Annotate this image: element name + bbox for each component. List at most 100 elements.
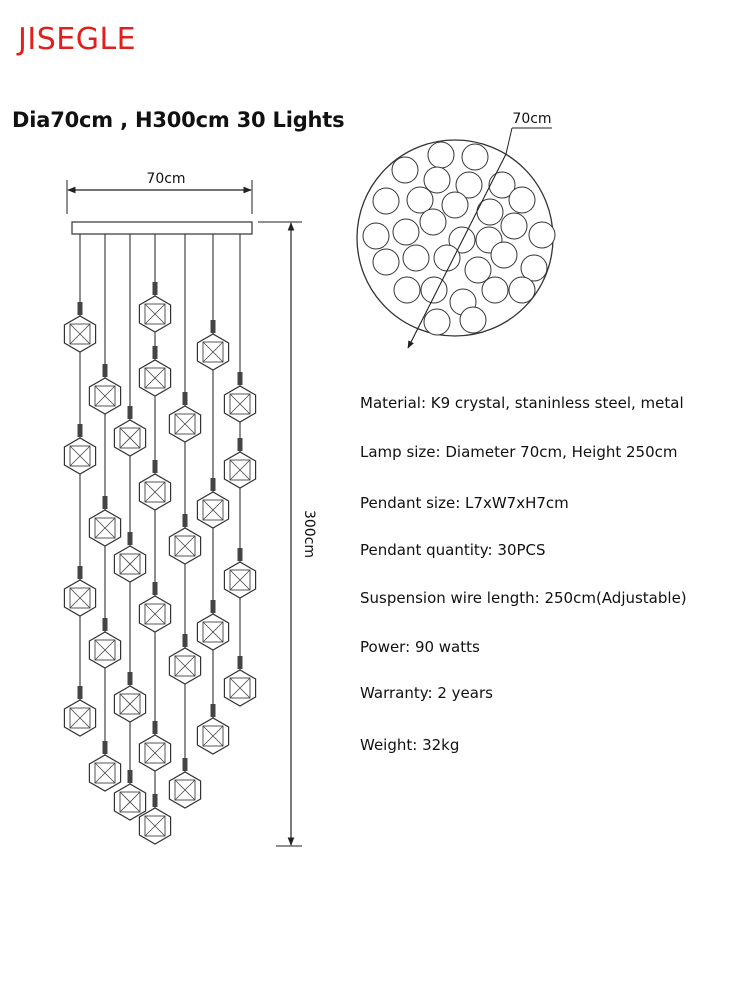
pendant-light bbox=[168, 514, 202, 565]
pendant-light bbox=[168, 392, 202, 443]
pendant-light bbox=[223, 548, 257, 599]
pendant-light bbox=[113, 672, 147, 723]
pendant-facet-line bbox=[202, 725, 224, 747]
pendant-socket bbox=[210, 478, 216, 491]
pendant-light bbox=[138, 721, 172, 772]
top-view-pendant-circle bbox=[372, 187, 400, 215]
spec-label: Power: bbox=[360, 638, 411, 656]
pendant-socket bbox=[182, 514, 188, 527]
pendant-facet-line bbox=[69, 323, 91, 345]
height-label: 300cm bbox=[301, 510, 317, 558]
spec-value: L7xW7xH7cm bbox=[465, 494, 569, 512]
pendant-facet bbox=[229, 677, 251, 699]
pendant-light bbox=[113, 770, 147, 821]
pendant-light bbox=[138, 582, 172, 633]
pendant-socket bbox=[152, 582, 158, 595]
pendant-socket bbox=[152, 721, 158, 734]
pendant-facet-line bbox=[229, 459, 251, 481]
pendant-light bbox=[63, 566, 97, 617]
pendant-facet bbox=[229, 393, 251, 415]
top-view-pendant-circle bbox=[433, 244, 461, 272]
pendant-light bbox=[168, 634, 202, 685]
pendant-facet-line bbox=[144, 742, 166, 764]
pendant-facet-line bbox=[94, 762, 116, 784]
pendant-facet bbox=[202, 341, 224, 363]
front-view-width-dimension: 70cm bbox=[66, 171, 253, 214]
pendant-facet-line bbox=[174, 655, 196, 677]
spec-power: Power: 90 watts bbox=[360, 638, 480, 656]
pendant-light bbox=[88, 364, 122, 415]
pendant-facet bbox=[144, 815, 166, 837]
pendant-facet bbox=[144, 303, 166, 325]
pendant-facet bbox=[144, 481, 166, 503]
pendant-facet-line bbox=[144, 303, 166, 325]
pendant-light bbox=[88, 741, 122, 792]
pendant-facet bbox=[94, 639, 116, 661]
spec-wire-length: Suspension wire length: 250cm(Adjustable… bbox=[360, 589, 687, 607]
pendant-facet-line bbox=[119, 553, 141, 575]
top-view-pendant-circle bbox=[461, 143, 489, 171]
spec-value: 250cm(Adjustable) bbox=[544, 589, 687, 607]
pendant-facet bbox=[174, 413, 196, 435]
pendant-socket bbox=[77, 424, 83, 437]
spec-label: Pendant size: bbox=[360, 494, 461, 512]
spec-value: 30PCS bbox=[497, 541, 546, 559]
pendant-socket bbox=[152, 282, 158, 295]
top-view-pendant-circle bbox=[520, 254, 548, 282]
pendant-facet bbox=[202, 725, 224, 747]
pendant-facet bbox=[174, 535, 196, 557]
pendant-facet bbox=[69, 445, 91, 467]
pendant-socket bbox=[102, 364, 108, 377]
spec-lamp-size: Lamp size: Diameter 70cm, Height 250cm bbox=[360, 443, 678, 461]
pendant-facet bbox=[94, 517, 116, 539]
pendant-facet bbox=[69, 707, 91, 729]
pendant-socket bbox=[127, 406, 133, 419]
pendant-socket bbox=[102, 741, 108, 754]
product-headline: Dia70cm , H300cm 30 Lights bbox=[12, 108, 345, 132]
pendant-light bbox=[138, 794, 172, 845]
top-view-pendant-circle bbox=[441, 191, 469, 219]
top-view-pendant-circle bbox=[372, 248, 400, 276]
pendant-socket bbox=[210, 704, 216, 717]
pendant-facet bbox=[69, 587, 91, 609]
spec-value: 2 years bbox=[437, 684, 493, 702]
top-view-pendant-circle bbox=[481, 276, 509, 304]
spec-label: Lamp size: bbox=[360, 443, 441, 461]
pendant-socket bbox=[152, 460, 158, 473]
diameter-leader-line bbox=[505, 127, 513, 155]
pendant-light bbox=[88, 496, 122, 547]
spec-label: Pendant quantity: bbox=[360, 541, 493, 559]
pendant-facet bbox=[144, 603, 166, 625]
pendant-facet-line bbox=[202, 499, 224, 521]
pendant-facet bbox=[119, 553, 141, 575]
spec-label: Warranty: bbox=[360, 684, 433, 702]
spec-weight: Weight: 32kg bbox=[360, 736, 459, 754]
pendant-socket bbox=[182, 758, 188, 771]
pendant-light bbox=[63, 686, 97, 737]
pendant-facet-line bbox=[119, 427, 141, 449]
top-view-pendant-circle bbox=[423, 308, 451, 336]
pendant-facet bbox=[229, 459, 251, 481]
diameter-dimension-line bbox=[407, 153, 507, 349]
top-view-pendant-circle bbox=[528, 221, 556, 249]
spec-material: Material: K9 crystal, staninless steel, … bbox=[360, 394, 684, 412]
top-view-pendant-circle bbox=[419, 208, 447, 236]
spec-value: 90 watts bbox=[414, 638, 480, 656]
pendant-light bbox=[223, 656, 257, 707]
pendant-facet bbox=[94, 385, 116, 407]
top-view-pendant-circle bbox=[508, 186, 536, 214]
top-view: 70cm bbox=[356, 111, 556, 349]
pendant-facet bbox=[174, 655, 196, 677]
spec-warranty: Warranty: 2 years bbox=[360, 684, 493, 702]
pendant-light bbox=[138, 460, 172, 511]
pendant-light bbox=[196, 478, 230, 529]
pendant-facet-line bbox=[69, 587, 91, 609]
pendant-facet-line bbox=[174, 535, 196, 557]
pendant-light bbox=[223, 438, 257, 489]
pendant-facet-line bbox=[94, 639, 116, 661]
spec-value: 32kg bbox=[422, 736, 460, 754]
top-view-pendant-circle bbox=[488, 171, 516, 199]
pendant-socket bbox=[237, 372, 243, 385]
pendant-facet-line bbox=[94, 517, 116, 539]
